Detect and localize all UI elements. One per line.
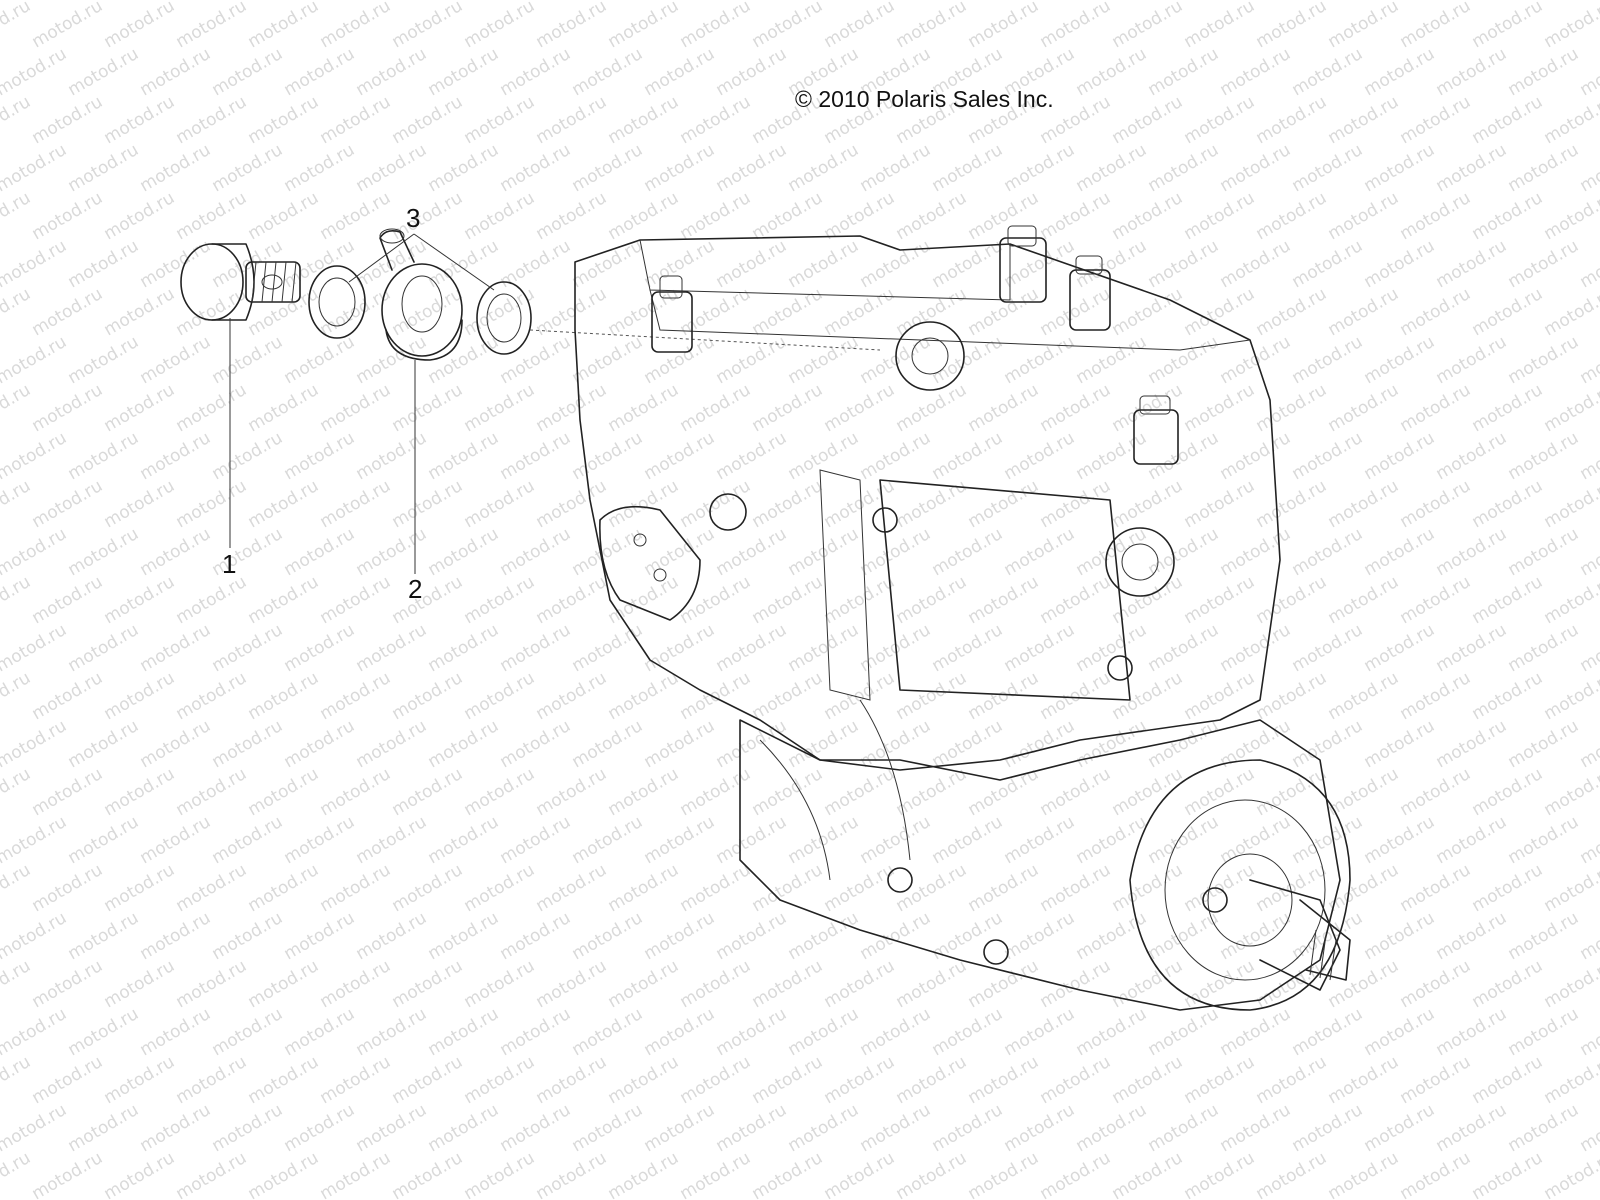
part-2-banjo-fitting: [379, 228, 463, 361]
delivery-valve-holders: [651, 225, 1179, 465]
callout-label-1: 1: [222, 549, 237, 579]
drive-shaft: [1249, 879, 1351, 991]
callout-label-3: 3: [406, 203, 421, 233]
part-3-washer-right: [476, 281, 532, 355]
callout-label-2: 2: [408, 574, 423, 604]
part-1-banjo-bolt: [180, 243, 301, 321]
copyright-notice: © 2010 Polaris Sales Inc.: [795, 86, 1054, 112]
callout-leaders: [229, 233, 881, 574]
governor-end-plate: [1129, 759, 1351, 1011]
part-3-washer-left: [308, 265, 366, 339]
injection-pump-assembly: [574, 225, 1351, 1011]
